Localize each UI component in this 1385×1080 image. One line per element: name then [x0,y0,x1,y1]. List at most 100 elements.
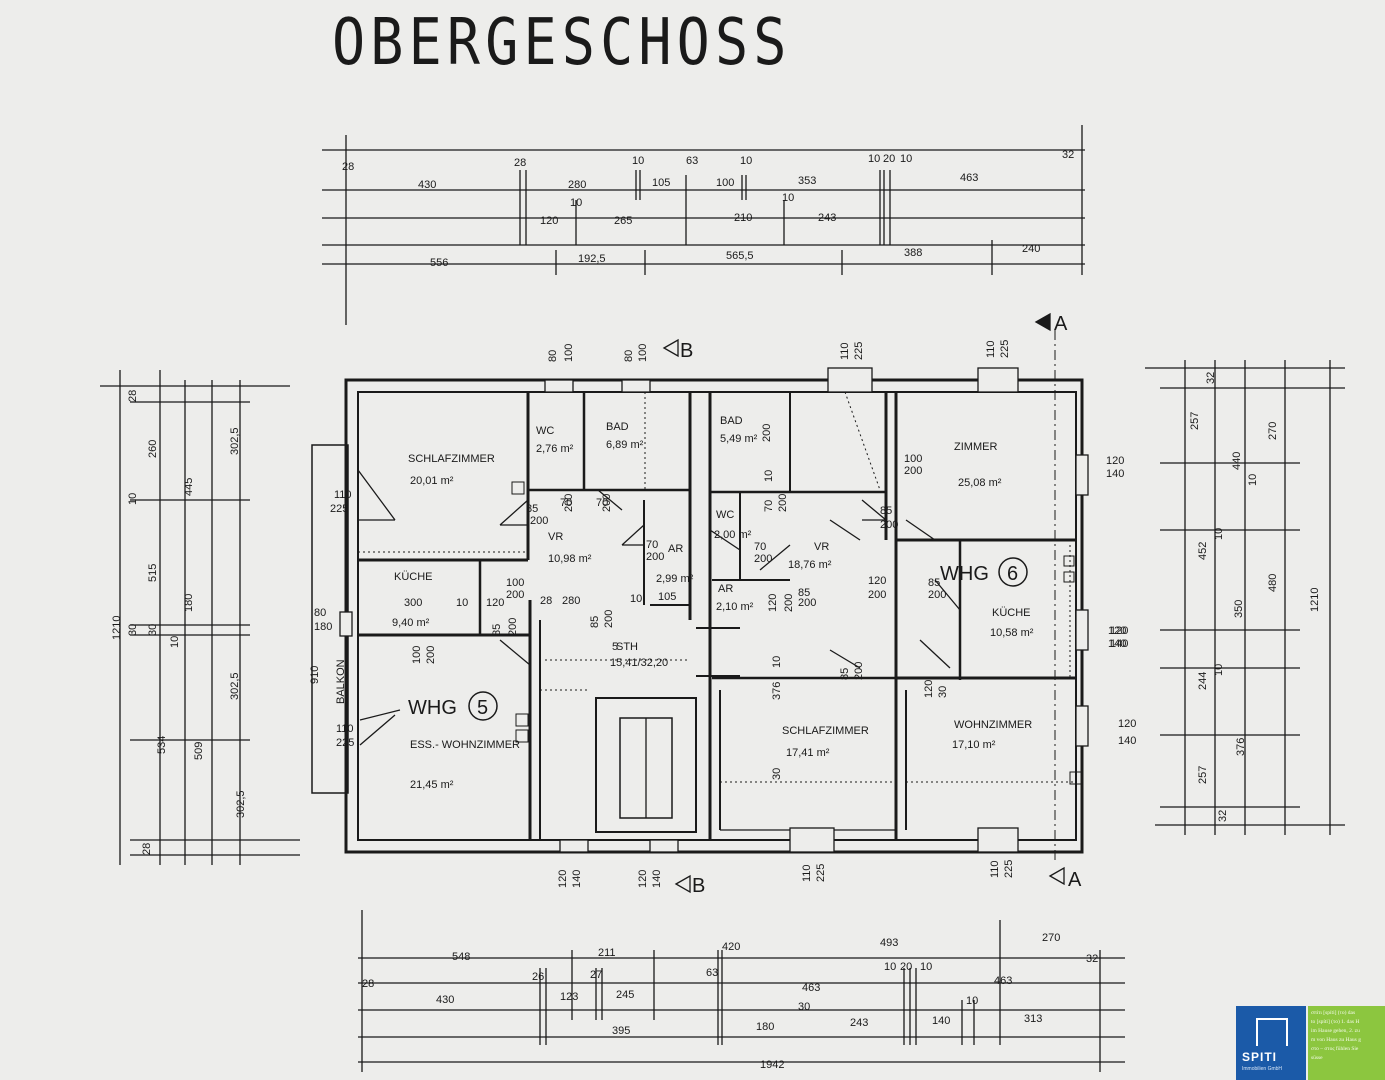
dim-bot-3-4: 463 [994,975,1012,987]
door-11: 200 [880,519,898,531]
dim-left-8: 1210 [111,616,123,640]
door-23: 10 [456,597,468,609]
room-3-area: 10,98 m² [548,553,592,565]
plan-title: OBERGESCHOSS [332,6,792,80]
dim-bot-2-4: 10 [884,961,896,973]
dim-top-3-5: 243 [818,212,836,224]
room-13-name: KÜCHE [992,607,1031,619]
dim-bot-2-5: 20 [900,961,912,973]
dim-right-8: 480 [1267,574,1279,592]
door-22: 300 [404,597,422,609]
door-18: 28 [540,595,552,607]
door-25: 85 [491,624,503,636]
door-26: 200 [507,618,519,636]
open-11: 140 [651,870,663,888]
dim-left-9: 30 [147,624,159,636]
room-2-name: BAD [606,421,629,433]
dim-bot-4-0: 395 [612,1025,630,1037]
room-11-area: 2,10 m² [716,601,754,613]
room-15-area: 17,10 m² [952,739,996,751]
door-33: 10 [763,470,775,482]
door-40: 200 [783,594,795,612]
dim-top-3-1: 10 [570,197,582,209]
dim-right-22: 140 [1110,638,1128,650]
dim-left-13: 509 [193,742,205,760]
room-9-area: 2,00 m² [714,529,752,541]
dim-left-1: 260 [147,440,159,458]
dim-bot-3-1: 123 [560,991,578,1003]
door-44: 30 [937,686,949,698]
door-7: 200 [601,494,613,512]
room-14-area: 17,41 m² [786,747,830,759]
room-13-area: 10,58 m² [990,627,1034,639]
dim-top-4-0: 556 [430,257,448,269]
door-17: 200 [904,465,922,477]
room-4-area: 2,99 m² [656,573,694,585]
dim-right-19: 120 [1118,718,1136,730]
section-b-bottom: B [692,875,705,897]
dim-right-6: 452 [1197,542,1209,560]
dim-top-3-4: 10 [782,192,794,204]
dim-left-16: 80 [314,607,326,619]
room-5-name: KÜCHE [394,571,433,583]
door-16: 100 [904,453,922,465]
dim-top-2-0: 430 [418,179,436,191]
whg5-number: 5 [477,697,488,719]
dim-bot-2-1: 26 [532,971,544,983]
door-37: 85 [798,587,810,599]
section-b-top: B [680,340,693,362]
room-1-name: WC [536,425,554,437]
dim-bot-4-4: 140 [932,1015,950,1027]
dim-left-6: 30 [127,624,139,636]
dim-right-14: 32 [1217,810,1229,822]
dim-bot-total: 1942 [760,1059,784,1071]
dim-left-19: 110 [334,489,352,501]
dim-right-2: 270 [1267,422,1279,440]
door-45: 10 [771,656,783,668]
dim-top-3-3: 210 [734,212,752,224]
door-48: 5 [612,641,618,653]
whg5-label: WHG [408,697,457,719]
open-4: 110 [839,342,851,360]
open-7: 225 [999,340,1011,358]
door-32: 200 [777,494,789,512]
door-19: 280 [562,595,580,607]
dim-bot-2-3: 63 [706,967,718,979]
dim-left-22: 225 [336,737,354,749]
dim-right-12: 376 [1235,738,1247,756]
dim-top-1-3: 63 [686,155,698,167]
dictionary-text: σπίτι [spíti] (το) das to [spíti] (το) 1… [1311,1010,1361,1061]
dim-right-21: 120 [1110,625,1128,637]
room-11-name: AR [718,583,733,595]
dim-right-17: 120 [1108,625,1126,637]
door-47: 30 [771,768,783,780]
section-a-top: A [1054,313,1068,335]
door-12: 120 [868,575,886,587]
dim-left-18: 910 [309,666,321,684]
dim-top-2-4: 353 [798,175,816,187]
door-14: 85 [928,577,940,589]
door-24: 120 [486,597,504,609]
dim-bot-1-1: 211 [598,947,616,959]
room-8-name: BAD [720,415,743,427]
dim-left-2: 445 [183,478,195,496]
dim-bot-1-2: 420 [722,941,740,953]
dim-top-1-5: 10 [868,153,880,165]
dim-left-4: 10 [127,493,139,505]
door-15: 200 [928,589,946,601]
dim-top-1-7: 10 [900,153,912,165]
dim-left-0: 28 [127,390,139,402]
dim-left-14: 302,5 [235,790,247,818]
door-8: 70 [646,539,658,551]
dim-bot-1-3: 493 [880,937,898,949]
dim-bot-1-4: 270 [1042,932,1060,944]
open-2: 80 [623,350,635,362]
spiti-logo: SPITI Immobilien GmbH [1236,1006,1306,1080]
room-7-area: 15,41/32,20 [610,657,668,669]
room-7-name: STH [616,641,638,653]
dim-top-1-1: 28 [514,157,526,169]
door-41: 85 [839,668,851,680]
door-3: 200 [563,494,575,512]
door-29: 85 [589,616,601,628]
